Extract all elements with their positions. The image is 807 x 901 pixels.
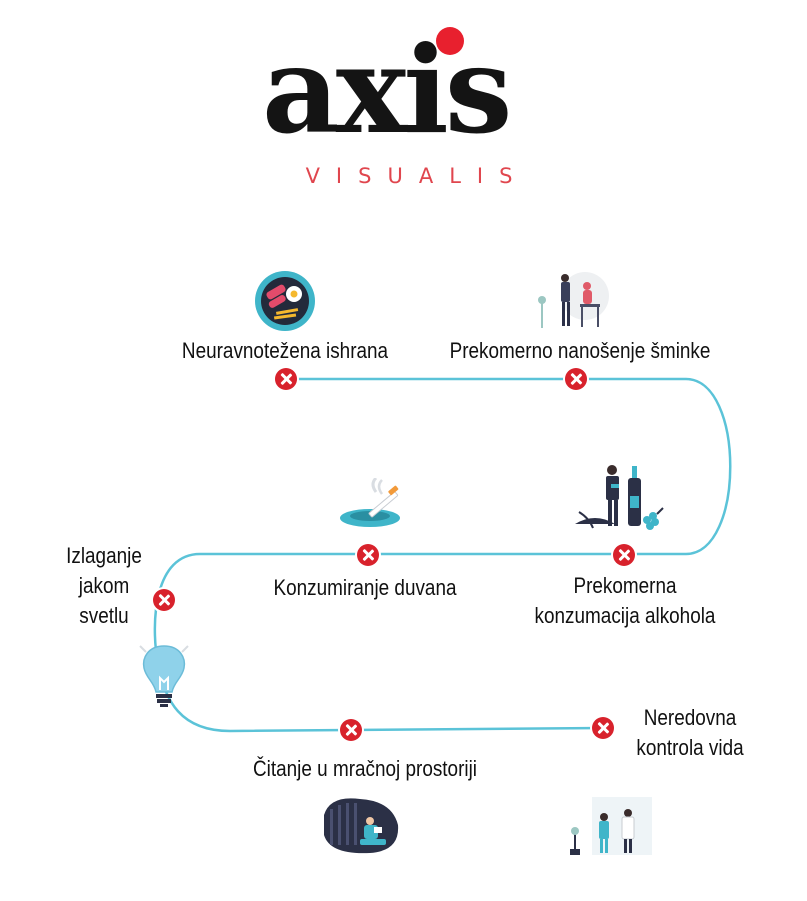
path-line: [153, 377, 732, 733]
label-step-2: Prekomerno nanošenje šminke: [449, 338, 711, 363]
label-step-1: Neuravnotežena ishrana: [181, 338, 389, 363]
dark-room-reading-illustration: [324, 798, 399, 854]
label-step-3: Prekomerna konzumacija alkohola: [534, 573, 716, 628]
logo-dot: [436, 27, 464, 55]
food-plate-icon: [255, 271, 315, 331]
logo-subtitle: VISUALIS: [305, 164, 529, 188]
marker-step-7: [592, 717, 614, 739]
makeup-artist-illustration: [538, 272, 609, 328]
ashtray-cigarette-icon: [340, 478, 400, 527]
marker-step-3: [613, 544, 635, 566]
label-step-7: Neredovna kontrola vida: [636, 705, 744, 760]
marker-step-4: [357, 544, 379, 566]
label-step-5: Izlaganje jakom svetlu: [66, 543, 142, 628]
doctors-illustration: [570, 797, 652, 855]
marker-step-1: [275, 368, 297, 390]
label-step-4: Konzumiranje duvana: [273, 575, 457, 600]
logo-wordmark: axis: [262, 20, 552, 161]
marker-step-5: [153, 589, 175, 611]
marker-step-6: [340, 719, 362, 741]
light-bulb-icon: [139, 645, 189, 707]
wine-bottle-illustration: [575, 465, 664, 530]
marker-step-2: [565, 368, 587, 390]
logo-text: axis: [262, 20, 512, 161]
label-step-6: Čitanje u mračnoj prostoriji: [253, 756, 477, 781]
